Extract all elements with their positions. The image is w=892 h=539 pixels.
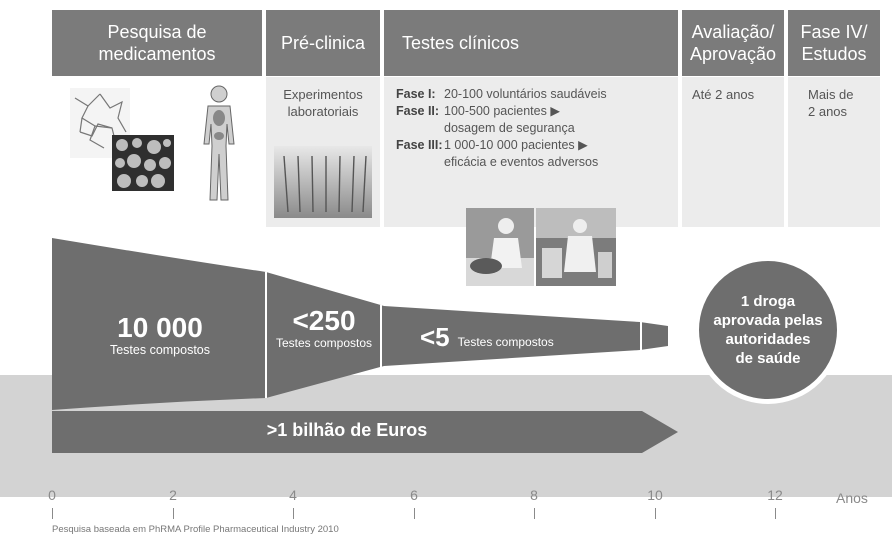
- fase-text: eficácia e eventos adversos: [444, 155, 599, 169]
- cost-arrow: [52, 411, 678, 453]
- axis-tick-label: 4: [289, 487, 297, 503]
- human-body-icon: [203, 85, 235, 201]
- fase-text: 100-500 pacientes ▶: [444, 104, 560, 118]
- axis-tick: [775, 508, 776, 519]
- phase-header-preclinica: Pré-clinica: [266, 10, 380, 76]
- stage2-count: <250: [292, 305, 356, 336]
- avaliacao-description: Até 2 anos: [692, 87, 755, 102]
- axis-tick-label: 6: [410, 487, 418, 503]
- cells-illustration: [112, 135, 174, 191]
- axis-tick: [52, 508, 53, 519]
- fase-text: 1 000-10 000 pacientes ▶: [444, 138, 588, 152]
- axis-unit-label: Anos: [836, 490, 868, 506]
- axis-tick-label: 8: [530, 487, 538, 503]
- source-footnote: Pesquisa baseada em PhRMA Profile Pharma…: [52, 524, 339, 535]
- desc-panel-fase4: [788, 77, 880, 227]
- axis-tick: [414, 508, 415, 519]
- phase-header-clinicos: Testes clínicos: [384, 10, 678, 76]
- stage2-caption: Testes compostos: [275, 336, 373, 350]
- axis-tick: [293, 508, 294, 519]
- stage1-count: 10 000: [117, 312, 203, 343]
- phase-header-avaliacao: Avaliação/ Aprovação: [682, 10, 784, 76]
- funnel-shape: [52, 238, 668, 410]
- clinical-photo-nurse: [466, 208, 534, 286]
- stage3-count: <5: [420, 322, 450, 352]
- approved-drug-circle: 1 droga aprovada pelas autoridades de sa…: [694, 256, 842, 404]
- fase-row: Fase I: 20-100 voluntários saudáveis: [396, 86, 607, 102]
- stage1-label: 10 000 Testes compostos: [60, 312, 260, 358]
- phase-title-preclinica: Pré-clinica: [280, 33, 366, 53]
- axis-tick-label: 12: [767, 487, 783, 503]
- fase-row: dosagem de segurança: [396, 120, 575, 136]
- phase-header-fase4: Fase IV/ Estudos: [788, 10, 880, 76]
- approved-drug-text: 1 droga aprovada pelas autoridades de sa…: [713, 293, 823, 367]
- phase-title-avaliacao: Avaliação/ Aprovação: [689, 22, 777, 64]
- phase-title-clinicos: Testes clínicos: [402, 33, 520, 53]
- axis-tick-label: 0: [48, 487, 56, 503]
- fase-row: Fase II: 100-500 pacientes ▶: [396, 103, 560, 119]
- desc-panel-avaliacao: [682, 77, 784, 227]
- axis-tick-label: 10: [647, 487, 663, 503]
- fase-label: Fase I:: [396, 87, 436, 101]
- fase-label: Fase II:: [396, 104, 440, 118]
- desc-panel-clinicos: [384, 77, 678, 227]
- fase-row: eficácia e eventos adversos: [396, 154, 598, 170]
- phase-title-pesquisa: Pesquisa de medicamentos: [98, 22, 216, 64]
- lab-glassware-image: [274, 146, 372, 218]
- stage3-label: <5 Testes compostos: [420, 322, 640, 353]
- fase-text: dosagem de segurança: [444, 121, 575, 135]
- fase-text: 20-100 voluntários saudáveis: [444, 87, 607, 101]
- stage3-caption: Testes compostos: [457, 335, 554, 349]
- axis-tick-label: 2: [169, 487, 177, 503]
- cost-arrow-label: >1 bilhão de Euros: [266, 420, 428, 440]
- axis-tick: [534, 508, 535, 519]
- clinical-photo-doctor: [536, 208, 616, 286]
- candidate-funnel: [52, 238, 668, 410]
- stage2-label: <250 Testes compostos: [266, 305, 382, 351]
- fase-row: Fase III:1 000-10 000 pacientes ▶: [396, 137, 588, 153]
- axis-tick: [655, 508, 656, 519]
- fase-label: Fase III:: [396, 138, 443, 152]
- phase-title-fase4: Fase IV/ Estudos: [800, 22, 868, 64]
- phase-header-pesquisa: Pesquisa de medicamentos: [52, 10, 262, 76]
- stage1-caption: Testes compostos: [109, 343, 211, 357]
- axis-tick: [173, 508, 174, 519]
- fase4-description: Mais de 2 anos: [808, 87, 854, 119]
- preclinica-description: Experimentos laboratoriais: [283, 87, 363, 119]
